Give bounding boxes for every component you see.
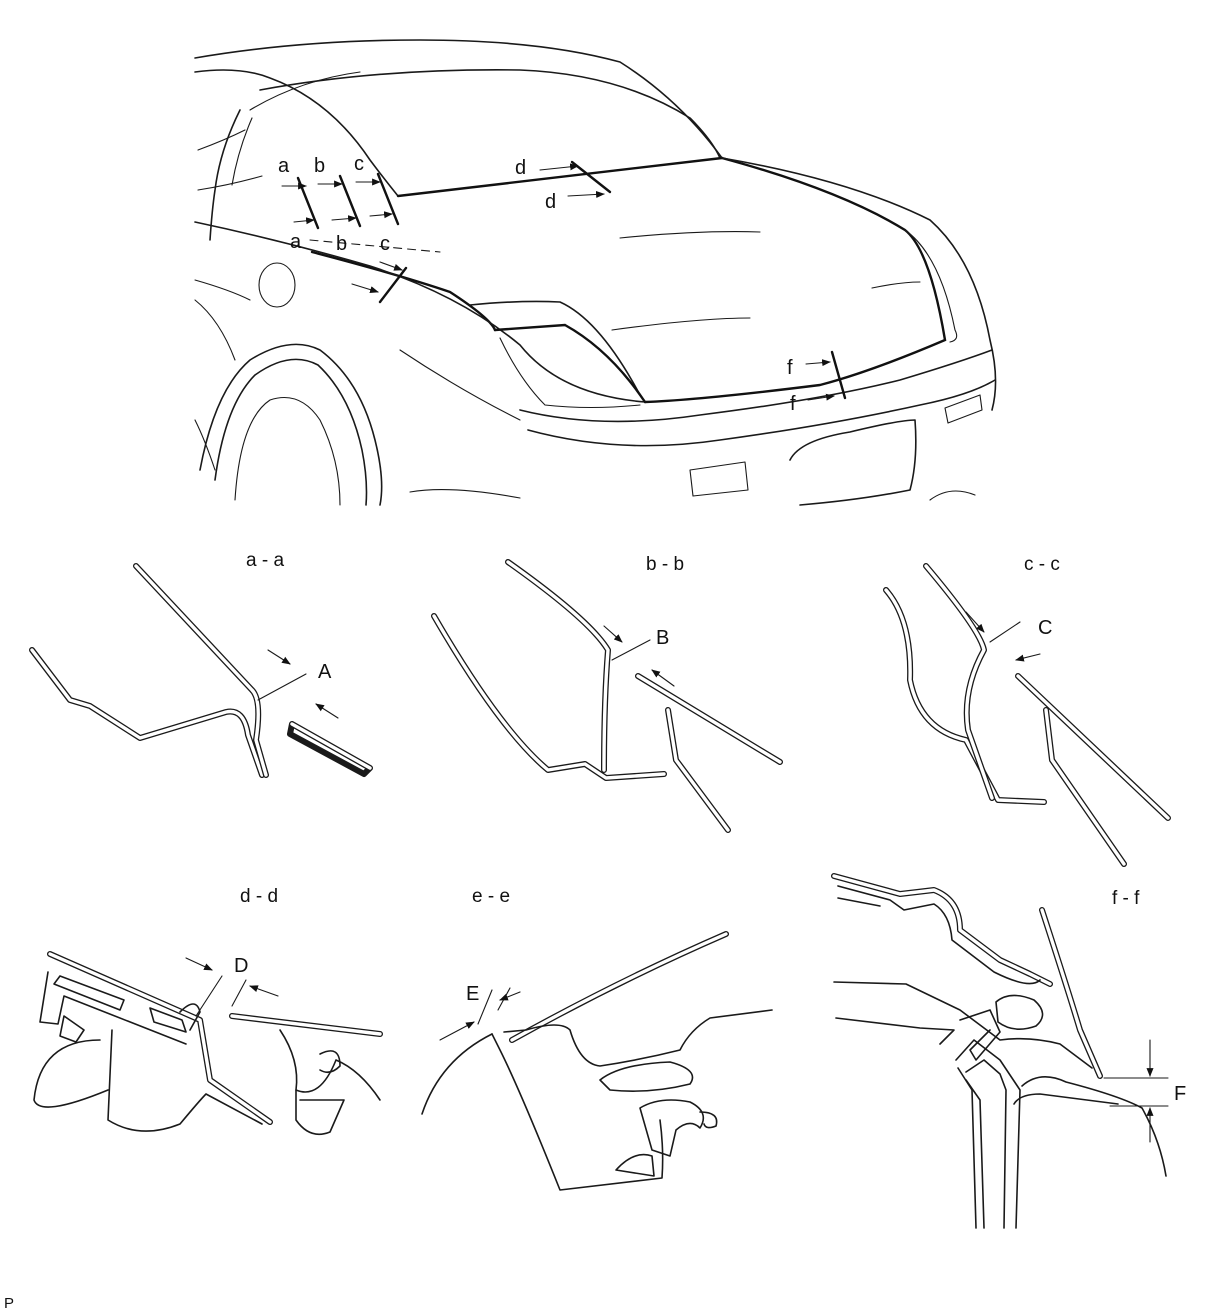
section-b-b: b - b B xyxy=(431,554,783,833)
marker-c-bottom: c xyxy=(380,233,390,255)
section-d-d: d - d D xyxy=(33,886,383,1136)
section-b-caption: b - b xyxy=(646,554,684,575)
marker-b-bottom: b xyxy=(336,233,347,255)
marker-b-top: b xyxy=(314,155,325,177)
section-c-caption: c - c xyxy=(1024,554,1060,575)
marker-c-top: c xyxy=(354,153,364,175)
section-d-caption: d - d xyxy=(240,886,278,907)
section-e-caption: e - e xyxy=(472,886,510,907)
marker-d-top: d xyxy=(515,157,526,179)
section-e-e: e - e E xyxy=(421,886,773,1191)
section-f-caption: f - f xyxy=(1112,888,1140,909)
section-a-a: a - a A xyxy=(29,550,373,778)
dimension-a: A xyxy=(318,661,332,683)
marker-f-top: f xyxy=(787,357,793,379)
marker-d-bottom: d xyxy=(545,191,556,213)
section-f-f: f - f F xyxy=(831,873,1186,1229)
dimension-f: F xyxy=(1174,1083,1186,1105)
figure-code: P xyxy=(4,1295,14,1312)
marker-f-bottom: f xyxy=(790,393,796,415)
marker-a-bottom: a xyxy=(290,231,302,253)
dimension-b: B xyxy=(656,627,669,649)
dimension-e: E xyxy=(466,983,479,1005)
dimension-d: D xyxy=(234,955,248,977)
section-c-c: c - c C xyxy=(883,554,1171,867)
car-overview: a b c a b c d d f f xyxy=(194,39,997,506)
section-a-caption: a - a xyxy=(246,550,284,571)
dimension-c: C xyxy=(1038,617,1052,639)
marker-a-top: a xyxy=(278,155,290,177)
